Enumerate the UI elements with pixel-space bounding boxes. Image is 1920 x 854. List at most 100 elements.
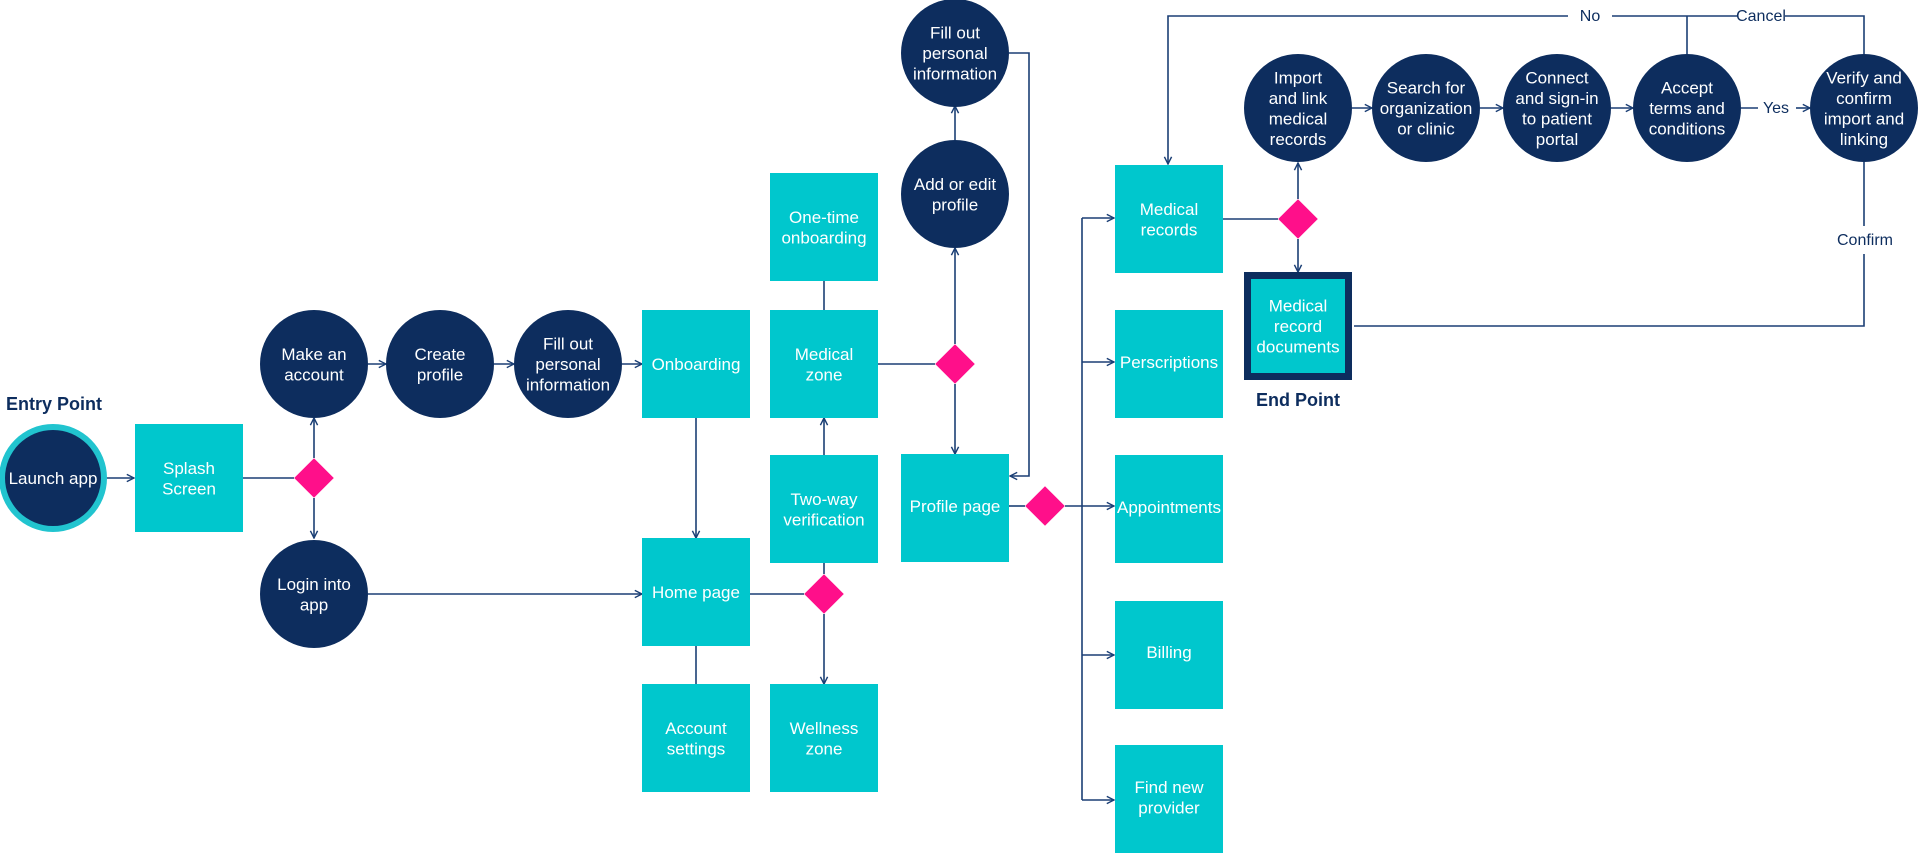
node-shape (1244, 54, 1352, 162)
node-label-line: onboarding (781, 228, 866, 247)
node-appointments[interactable]: Appointments (1115, 455, 1223, 563)
node-label-line: Profile page (910, 497, 1001, 516)
node-label-line: Add or edit (914, 175, 996, 194)
node-prescriptions[interactable]: Perscriptions (1115, 310, 1223, 418)
node-label-line: Medical (1140, 200, 1199, 219)
node-label-line: app (300, 595, 328, 614)
edge-no-to-medicalrecords (1168, 15, 1568, 164)
node-label-line: Fill out (930, 24, 980, 43)
node-label-line: Appointments (1117, 498, 1221, 517)
node-label: Perscriptions (1120, 353, 1218, 372)
node-label-line: records (1141, 220, 1198, 239)
node-label-line: profile (932, 195, 978, 214)
node-shape (901, 140, 1009, 248)
node-label-line: Login into (277, 575, 351, 594)
node-label-line: Create (414, 345, 465, 364)
node-label-line: organization (1380, 99, 1473, 118)
edges (106, 15, 1865, 800)
node-shape (260, 310, 368, 418)
entry-point-label: Entry Point (6, 394, 102, 414)
node-shape (901, 0, 1009, 107)
node-label-line: verification (783, 510, 864, 529)
node-label-line: documents (1256, 338, 1339, 357)
edge-confirm-documents (1354, 254, 1865, 327)
node-shape (1115, 745, 1223, 853)
node-label-line: Wellness (790, 719, 859, 738)
node-label-line: Screen (162, 479, 216, 498)
node-label-line: to patient (1522, 109, 1592, 128)
node-billing[interactable]: Billing (1115, 601, 1223, 709)
node-shape (770, 455, 878, 563)
edge-label-yes: Yes (1763, 100, 1789, 117)
node-label-line: Fill out (543, 335, 593, 354)
node-shape (642, 538, 750, 646)
node-shape (514, 310, 622, 418)
node-label: Onboarding (652, 355, 741, 374)
decision-diamond (1025, 486, 1065, 526)
node-shape (135, 424, 243, 532)
node-label-line: terms and (1649, 99, 1725, 118)
node-home-page[interactable]: Home page (642, 538, 750, 646)
node-label-line: Medical (1269, 297, 1328, 316)
edge-label-no: No (1580, 8, 1601, 25)
node-label-line: Launch app (9, 469, 98, 488)
node-launch-app[interactable]: Launch app (0, 424, 107, 532)
node-label-line: Import (1274, 68, 1322, 87)
node-profile-page[interactable]: Profile page (901, 454, 1009, 562)
node-shape (1115, 310, 1223, 418)
node-label-line: import and (1824, 109, 1904, 128)
node-label-line: or clinic (1397, 120, 1455, 139)
node-label-line: personal (922, 44, 987, 63)
node-label-line: and link (1269, 89, 1328, 108)
node-label-line: Find new (1135, 778, 1205, 797)
edge-cancel-top (1785, 15, 1865, 54)
node-onboarding[interactable]: Onboarding (642, 310, 750, 418)
node-label-line: linking (1840, 130, 1888, 149)
node-shape (1503, 54, 1611, 162)
edge-fillinfo-profilepage (1009, 52, 1030, 476)
node-shape (770, 310, 878, 418)
node-label-line: Perscriptions (1120, 353, 1218, 372)
node-shape (260, 540, 368, 648)
node-label-line: Make an (281, 345, 346, 364)
node-label-line: medical (1269, 109, 1328, 128)
node-shape (1115, 601, 1223, 709)
node-label: Home page (652, 583, 740, 602)
node-label-line: provider (1138, 798, 1200, 817)
node-label-line: and sign-in (1515, 89, 1598, 108)
node-label-line: Home page (652, 583, 740, 602)
node-label-line: information (526, 376, 610, 395)
